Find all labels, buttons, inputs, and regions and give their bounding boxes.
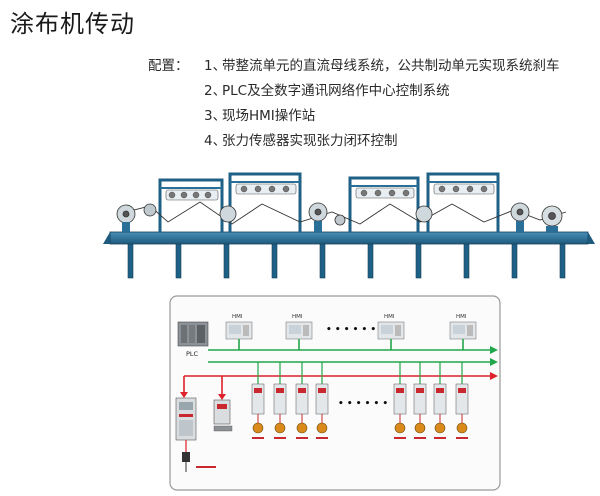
drive-unit <box>251 383 265 434</box>
svg-text:HMI: HMI <box>456 314 467 320</box>
config-item-3: 3、现场HMI操作站 <box>204 108 316 124</box>
web-path <box>117 201 567 225</box>
rectifier-cabinet <box>175 397 197 441</box>
machine-upper-frames <box>158 172 500 232</box>
svg-text:HMI: HMI <box>232 314 243 320</box>
red-dc-bus <box>183 375 490 396</box>
plc-unit <box>177 321 209 347</box>
svg-text:HMI: HMI <box>384 314 395 320</box>
config-item-4: 4、张力传感器实现张力闭环控制 <box>204 133 398 149</box>
dryer-rollers <box>165 183 495 201</box>
hmi-stations: HMI HMI HMI HMI <box>225 314 477 340</box>
motor-caption-marks <box>252 437 468 439</box>
hmi-station: HMI <box>285 314 313 340</box>
plc-label: PLC <box>186 350 199 358</box>
page-title: 涂布机传动 <box>10 10 135 38</box>
config-lead: 配置： <box>148 58 189 74</box>
power-feed <box>182 440 216 472</box>
drive-unit <box>273 383 287 434</box>
drive-unit <box>455 383 469 434</box>
network-diagram-frame <box>169 295 501 491</box>
config-item-2: 2、PLC及全数字通讯网络作中心控制系统 <box>204 83 450 99</box>
machine-legs <box>127 243 566 279</box>
config-item-1: 配置：1、带整流单元的直流母线系统，公共制动单元实现系统刹车 <box>148 54 560 79</box>
drive-unit <box>315 383 329 434</box>
drive-ellipsis: • • • • • • <box>338 399 388 409</box>
drive-units <box>251 383 469 434</box>
hmi-ellipsis: • • • • • • <box>326 325 376 335</box>
process-drums <box>116 202 563 227</box>
green-network-bus <box>208 339 490 363</box>
svg-text:HMI: HMI <box>292 314 303 320</box>
bus-arrow <box>490 346 498 354</box>
hmi-station: HMI <box>377 314 405 340</box>
drive-unit <box>393 383 407 434</box>
drive-unit <box>413 383 427 434</box>
config-list: 配置：1、带整流单元的直流母线系统，公共制动单元实现系统刹车 2、PLC及全数字… <box>148 54 560 154</box>
hmi-station: HMI <box>449 314 477 340</box>
bus-arrow <box>490 358 498 366</box>
machine-base-beam <box>109 231 589 245</box>
drive-unit <box>295 383 309 434</box>
drive-unit <box>433 383 447 434</box>
brake-unit <box>213 399 233 432</box>
